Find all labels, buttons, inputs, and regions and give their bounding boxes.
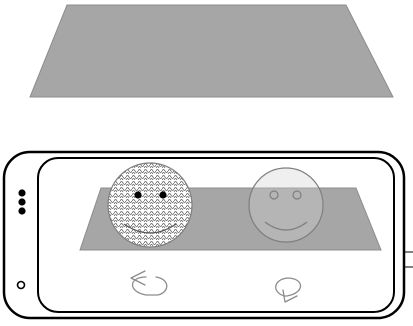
outline-smiley-face bbox=[249, 168, 323, 242]
hatched-smiley-face bbox=[108, 163, 192, 247]
speaker-icon bbox=[18, 189, 25, 214]
right-eye-icon bbox=[159, 191, 166, 198]
side-button-icon bbox=[404, 252, 413, 267]
left-eye-icon bbox=[134, 191, 141, 198]
top-plane bbox=[30, 5, 393, 97]
